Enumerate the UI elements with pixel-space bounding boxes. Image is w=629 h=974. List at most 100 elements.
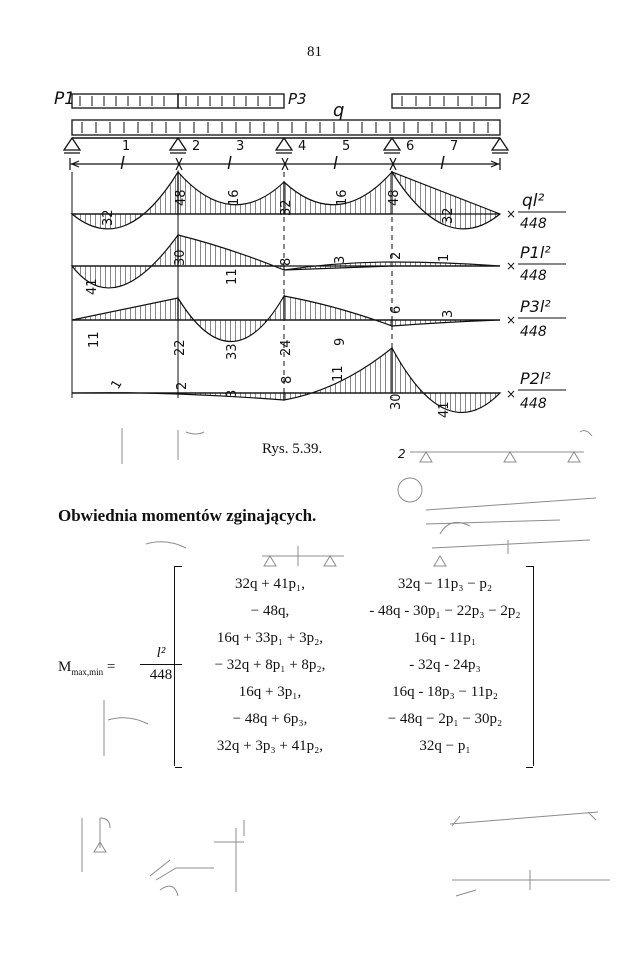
svg-text:×: ×: [506, 259, 516, 273]
load-p3-label: P3: [288, 90, 307, 108]
diagram-q-value-1: 32: [101, 209, 116, 226]
max-value: − 48q + 6p₃,: [232, 711, 308, 727]
moment-diagram-p1: [70, 233, 501, 289]
envelope-subscript: max,min: [71, 667, 104, 677]
diagram-p1-value-1: 41: [85, 278, 100, 295]
diagram-p2-labels: 1 2 3 8 11 30 41: [108, 365, 452, 418]
diagram-q-value-2: 48: [174, 189, 189, 206]
pencil-sketches: [81, 428, 610, 897]
diagram-p2-value-3: 3: [225, 390, 240, 398]
fraction-numerator: l²: [140, 645, 182, 665]
diagram-p1-value-5: 3: [333, 256, 348, 264]
load-p1-label: P1: [54, 89, 75, 109]
matrix-row: − 32q + 8p₁ + 8p₂, - 32q - 24p₃: [175, 657, 533, 681]
moment-diagram-q: [70, 169, 502, 230]
diagram-p3-labels: 11 22 33 24 9 6 3: [87, 306, 456, 360]
span-number-4: 4: [298, 139, 306, 154]
span-number-1: 1: [122, 139, 130, 154]
min-value: 32q − p₁: [419, 738, 471, 754]
diagram-p2-value-7: 41: [437, 401, 452, 418]
matrix-row: 16q + 33p₁ + 3p₂, 16q - 11p₁: [175, 630, 533, 654]
page-number: 81: [307, 44, 322, 60]
max-value: − 32q + 8p₁ + 8p₂,: [214, 657, 326, 673]
envelope-fraction: l² 448: [140, 645, 182, 684]
min-value: 16q - 11p₁: [413, 630, 477, 646]
diagram-q-value-4: 32: [279, 199, 294, 216]
span-length-2: l: [227, 154, 232, 174]
envelope-matrix: 32q + 41p₁, 32q − 11p₃ − p₂ − 48q, - 48q…: [174, 566, 534, 768]
matrix-row: 32q + 3p₃ + 41p₂, 32q − p₁: [175, 738, 533, 762]
diagram-p3-value-4: 24: [279, 339, 294, 356]
span-number-6: 6: [406, 139, 414, 154]
diagram-p1-value-4: 8: [279, 258, 294, 266]
moment-diagram-p2: [71, 346, 502, 413]
diagram-p1-value-7: 1: [437, 254, 452, 262]
factor-p2-denominator: 448: [520, 396, 547, 412]
fraction-denominator: 448: [149, 667, 173, 683]
diagram-p3-value-6: 6: [389, 306, 404, 314]
span-length-1: l: [120, 154, 125, 174]
span-number-2: 2: [192, 139, 200, 154]
load-top-row: [71, 93, 501, 109]
diagram-p3-value-7: 3: [441, 310, 456, 318]
max-value: − 48q,: [250, 603, 290, 619]
span-length-3: l: [333, 154, 338, 174]
diagram-q-value-6: 48: [387, 189, 402, 206]
load-q-label: q: [333, 100, 344, 121]
diagram-q-labels: 32 48 16 32 16 48 32: [101, 189, 456, 226]
factor-q-denominator: 448: [520, 216, 547, 232]
load-p2-label: P2: [512, 90, 531, 108]
diagram-p1-value-3: 11: [225, 268, 240, 285]
diagram-p2-value-4: 8: [280, 376, 295, 384]
span-number-5: 5: [342, 139, 350, 154]
span-numbers: 1 2 3 4 5 6 7: [122, 139, 458, 154]
max-value: 32q + 41p₁,: [235, 576, 305, 592]
diagram-p1-labels: 41 30 11 8 3 2 1: [85, 249, 452, 295]
envelope-label: Mmax,min =: [58, 659, 115, 677]
figure-caption: Rys. 5.39.: [262, 441, 323, 457]
min-value: 32q − 11p₃ − p₂: [397, 576, 493, 592]
diagram-p3-value-1: 11: [87, 331, 102, 348]
diagram-p3-value-2: 22: [173, 339, 188, 356]
min-value: - 48q - 30p₁ − 22p₃ − 2p₂: [369, 603, 521, 619]
span-length-4: l: [440, 154, 445, 174]
factor-p1: P1l²: [520, 243, 551, 262]
factor-p1-denominator: 448: [520, 268, 547, 284]
min-value: - 32q - 24p₃: [409, 657, 481, 673]
svg-text:×: ×: [506, 387, 516, 401]
diagram-p2-value-1: 1: [108, 377, 125, 392]
min-value: 16q - 18p₃ − 11p₂: [392, 684, 498, 700]
dimension-line: [69, 157, 501, 171]
min-value: − 48q − 2p₁ − 30p₂: [387, 711, 503, 727]
diagram-p1-value-2: 30: [173, 249, 188, 266]
span-length-labels: l l l l: [120, 154, 445, 174]
diagram-q-value-7: 32: [441, 207, 456, 224]
supports: [62, 136, 510, 154]
svg-text:×: ×: [506, 313, 516, 327]
load-q-row: [71, 119, 501, 136]
diagram-p2-value-5: 11: [331, 365, 346, 382]
span-number-7: 7: [450, 139, 458, 154]
diagram-factors: × ql² 448 × P1l² 448 × P3l² 448 × P2l² 4…: [506, 191, 566, 412]
factor-p3-denominator: 448: [520, 324, 547, 340]
matrix-row: − 48q, - 48q - 30p₁ − 22p₃ − 2p₂: [175, 603, 533, 627]
diagram-p3-value-5: 9: [333, 338, 348, 346]
section-title: Obwiednia momentów zginających.: [58, 506, 317, 525]
envelope-symbol: M: [58, 659, 72, 675]
max-value: 16q + 3p₁,: [238, 684, 302, 700]
matrix-row: − 48q + 6p₃, − 48q − 2p₁ − 30p₂: [175, 711, 533, 735]
sketch-label-2: 2: [398, 447, 406, 461]
matrix-row: 32q + 41p₁, 32q − 11p₃ − p₂: [175, 576, 533, 600]
factor-p2: P2l²: [520, 369, 551, 388]
max-value: 16q + 33p₁ + 3p₂,: [216, 630, 324, 646]
matrix-row: 16q + 3p₁, 16q - 18p₃ − 11p₂: [175, 684, 533, 708]
span-number-3: 3: [236, 139, 244, 154]
factor-q: ql²: [522, 191, 545, 211]
diagram-q-value-3: 16: [227, 189, 242, 206]
svg-text:×: ×: [506, 207, 516, 221]
diagram-p2-value-6: 30: [389, 393, 404, 410]
max-value: 32q + 3p₃ + 41p₂,: [216, 738, 324, 754]
envelope-equals: =: [106, 659, 116, 675]
moment-diagram-p3: [71, 293, 501, 343]
